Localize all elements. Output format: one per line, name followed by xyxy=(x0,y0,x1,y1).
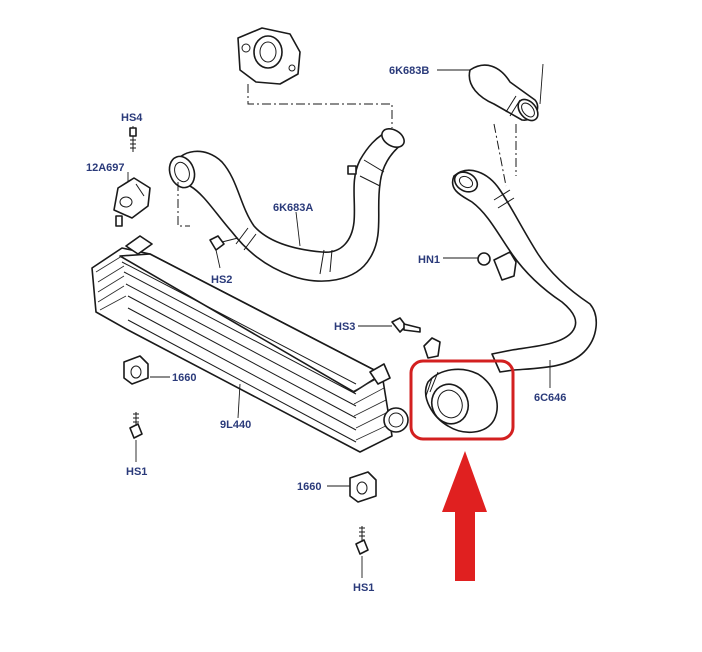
label-6k683b: 6K683B xyxy=(389,65,429,77)
clip-hn1 xyxy=(477,251,517,281)
label-1660-bottom: 1660 xyxy=(297,481,321,493)
bolt-hs2 xyxy=(209,235,239,251)
leader-lines xyxy=(127,69,551,578)
mount-1660-left xyxy=(123,355,149,385)
label-hn1: HN1 xyxy=(418,254,440,266)
bolt-hs1-bottom xyxy=(355,526,369,555)
sensor-12a697 xyxy=(113,177,151,227)
throttle-body xyxy=(237,27,301,85)
bolt-hs1-left xyxy=(129,412,143,439)
label-9l440: 9L440 xyxy=(220,419,251,431)
label-6k683a: 6K683A xyxy=(273,202,313,214)
label-hs2: HS2 xyxy=(211,274,232,286)
label-hs1-bottom: HS1 xyxy=(353,582,374,594)
label-1660-left: 1660 xyxy=(172,372,196,384)
label-hs3: HS3 xyxy=(334,321,355,333)
intercooler-9l440 xyxy=(91,235,409,453)
label-hs1-left: HS1 xyxy=(126,466,147,478)
hose-6c646 xyxy=(451,169,597,373)
label-12a697: 12A697 xyxy=(86,162,125,174)
throttle-leader-line xyxy=(247,84,393,128)
highlight-box xyxy=(409,359,515,441)
bolt-hs4 xyxy=(129,127,137,152)
hose-6k683a xyxy=(168,128,405,282)
intercooler-outlet-coupling xyxy=(424,368,498,433)
hose-6k683b xyxy=(468,64,539,122)
label-6c646: 6C646 xyxy=(534,392,566,404)
pointer-up-arrow xyxy=(442,451,487,581)
label-hs4: HS4 xyxy=(121,112,143,124)
mount-1660-bottom xyxy=(349,471,377,503)
bolt-hs3 xyxy=(391,317,441,359)
